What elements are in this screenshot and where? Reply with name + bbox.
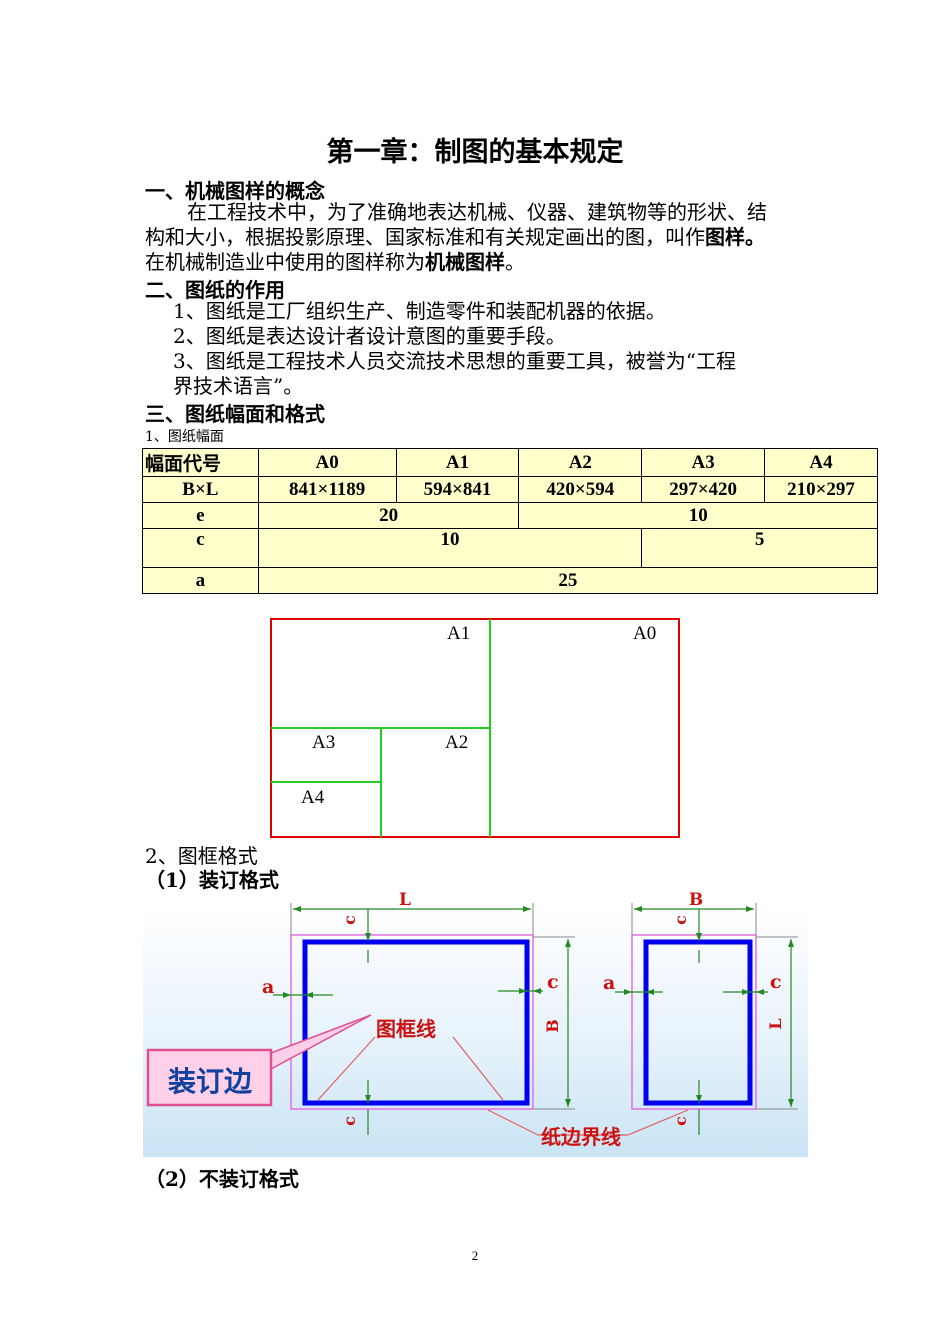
section-3-heading: 三、图纸幅面和格式	[145, 402, 325, 426]
table-cell: A3	[641, 448, 766, 477]
dim-label-B: B	[689, 890, 703, 910]
binding-edge-label: 装订边	[168, 1065, 253, 1098]
table-row: 幅面代号 A0 A1 A2 A3 A4	[142, 448, 878, 477]
page-title: 第一章：制图的基本规定	[326, 137, 624, 168]
dim-label-a-left: a	[262, 976, 274, 998]
size-label-a3: A3	[312, 732, 335, 753]
subsection-frame-format: 2、图框格式	[145, 844, 258, 868]
table-cell: 297×420	[641, 476, 766, 503]
size-label-a1: A1	[447, 623, 470, 644]
nonbinding-format-heading: （2）不装订格式	[145, 1167, 299, 1191]
table-cell: 20	[257, 502, 520, 529]
section-1-body: 在工程技术中，为了准确地表达机械、仪器、建筑物等的形状、结 构和大小，根据投影原…	[145, 200, 815, 275]
table-cell: A1	[395, 448, 520, 477]
s1-line3c: 。	[505, 250, 525, 274]
table-cell: 841×1189	[257, 476, 397, 503]
s1-line3a: 在机械制造业中使用的图样称为	[145, 250, 425, 274]
table-cell: 10	[518, 502, 878, 529]
dim-label-c-bottom-left: c	[340, 1116, 359, 1126]
table-cell: 幅面代号	[142, 448, 259, 477]
s1-line3: 在机械制造业中使用的图样称为机械图样。	[145, 250, 815, 275]
table-row: B×L 841×1189 594×841 420×594 297×420 210…	[142, 476, 878, 503]
term-tuyang: 图样。	[705, 225, 765, 249]
dim-label-c-side-right: c	[770, 971, 782, 993]
s1-line2a: 构和大小，根据投影原理、国家标准和有关规定画出的图，叫作	[145, 225, 705, 249]
dim-label-c-side-left: c	[547, 971, 559, 993]
table-cell: 594×841	[395, 476, 520, 503]
size-label-a0: A0	[633, 623, 656, 644]
dim-label-a-right: a	[603, 972, 615, 994]
s2-item1: 1、图纸是工厂组织生产、制造零件和装配机器的依据。	[173, 299, 666, 323]
section-2-body: 1、图纸是工厂组织生产、制造零件和装配机器的依据。 2、图纸是表达设计者设计意图…	[145, 299, 823, 399]
table-cell: A4	[764, 448, 878, 477]
dim-label-B-vertical: B	[543, 1019, 562, 1033]
s1-line1: 在工程技术中，为了准确地表达机械、仪器、建筑物等的形状、结	[187, 200, 767, 224]
s2-item3a: 3、图纸是工程技术人员交流技术思想的重要工具，被誉为“工程	[173, 349, 736, 373]
sheet-size-table: 幅面代号 A0 A1 A2 A3 A4 B×L 841×1189 594×841…	[142, 448, 879, 594]
table-cell: 210×297	[764, 476, 878, 503]
size-label-a2: A2	[445, 732, 468, 753]
subsection-sheet-sizes: 1、图纸幅面	[145, 429, 224, 445]
page-number: 2	[471, 1248, 479, 1263]
dim-label-c-top-right: c	[671, 915, 690, 925]
dim-label-c-top-left: c	[340, 915, 359, 925]
section-2-heading: 二、图纸的作用	[145, 278, 285, 302]
binding-format-diagram: L B c c c c a a c c B L 图框线 纸边界线 装订边	[143, 890, 808, 1157]
dim-label-L: L	[399, 890, 411, 910]
s1-line2: 构和大小，根据投影原理、国家标准和有关规定画出的图，叫作图样。	[145, 225, 815, 250]
table-cell: A0	[257, 448, 397, 477]
term-jixie-tuyang: 机械图样	[425, 250, 505, 274]
table-row: e 20 10	[142, 502, 878, 529]
paper-edge-label: 纸边界线	[541, 1125, 621, 1149]
dim-label-L-vertical: L	[766, 1018, 785, 1029]
section-1-heading: 一、机械图样的概念	[145, 179, 325, 203]
table-cell: 420×594	[518, 476, 643, 503]
table-cell: 5	[641, 528, 878, 568]
dim-label-c-bottom-right: c	[671, 1116, 690, 1126]
table-row: a 25	[142, 567, 879, 594]
frame-line-label: 图框线	[376, 1017, 436, 1041]
table-cell: 10	[257, 528, 643, 568]
table-cell: e	[142, 502, 259, 529]
table-cell: a	[142, 567, 259, 594]
binding-format-heading: （1）装订格式	[145, 868, 279, 892]
table-cell: c	[142, 528, 259, 568]
s2-item2: 2、图纸是表达设计者设计意图的重要手段。	[173, 324, 566, 348]
size-label-a4: A4	[301, 787, 325, 808]
table-row: c 10 5	[142, 528, 878, 568]
table-cell: 25	[257, 567, 879, 594]
sheet-size-diagram: A1 A0 A3 A2 A4	[270, 618, 680, 838]
table-cell: A2	[518, 448, 643, 477]
table-cell: B×L	[142, 476, 259, 503]
s2-item3b: 界技术语言”。	[173, 374, 304, 398]
